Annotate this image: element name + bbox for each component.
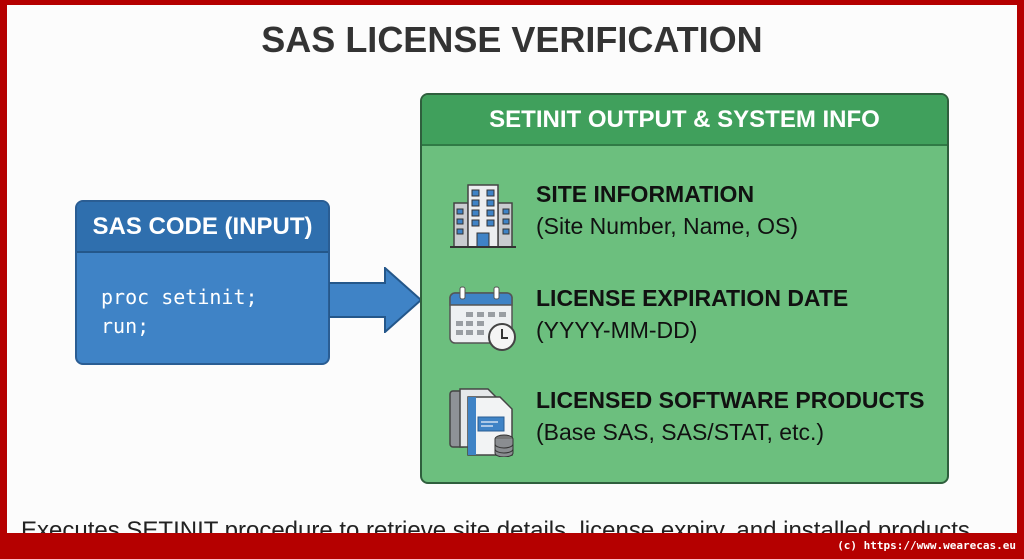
- item-title: SITE INFORMATION: [536, 181, 755, 207]
- arrow-right-icon: [329, 267, 423, 333]
- input-box: SAS CODE (INPUT) proc setinit; run;: [75, 200, 330, 365]
- diagram-title: SAS LICENSE VERIFICATION: [261, 19, 763, 60]
- licensed-products-item: LICENSED SOFTWARE PRODUCTS (Base SAS, SA…: [448, 387, 924, 457]
- item-title: LICENSED SOFTWARE PRODUCTS: [536, 387, 925, 413]
- output-box: SETINIT OUTPUT & SYSTEM INFO SITE: [420, 93, 949, 484]
- item-subtitle: (Site Number, Name, OS): [536, 213, 799, 239]
- item-subtitle: (Base SAS, SAS/STAT, etc.): [536, 419, 825, 445]
- footer-description: Executes SETINIT procedure to retrieve s…: [21, 517, 970, 533]
- output-box-header: SETINIT OUTPUT & SYSTEM INFO: [422, 95, 947, 146]
- credit-link[interactable]: (c) https://www.wearecas.eu: [837, 539, 1016, 552]
- code-line: proc setinit;: [101, 285, 258, 309]
- item-title: LICENSE EXPIRATION DATE: [536, 285, 849, 311]
- input-box-header: SAS CODE (INPUT): [77, 202, 328, 253]
- code-block: proc setinit; run;: [77, 253, 328, 341]
- calendar-clock-icon: [449, 286, 516, 351]
- item-subtitle: (YYYY-MM-DD): [536, 317, 698, 343]
- site-information-item: SITE INFORMATION (Site Number, Name, OS): [448, 181, 798, 249]
- license-expiration-item: LICENSE EXPIRATION DATE (YYYY-MM-DD): [448, 285, 848, 353]
- documents-database-icon: [449, 388, 514, 457]
- building-icon: [450, 184, 516, 248]
- code-line: run;: [101, 314, 150, 338]
- diagram-canvas: SAS LICENSE VERIFICATION SAS CODE (INPUT…: [7, 5, 1017, 533]
